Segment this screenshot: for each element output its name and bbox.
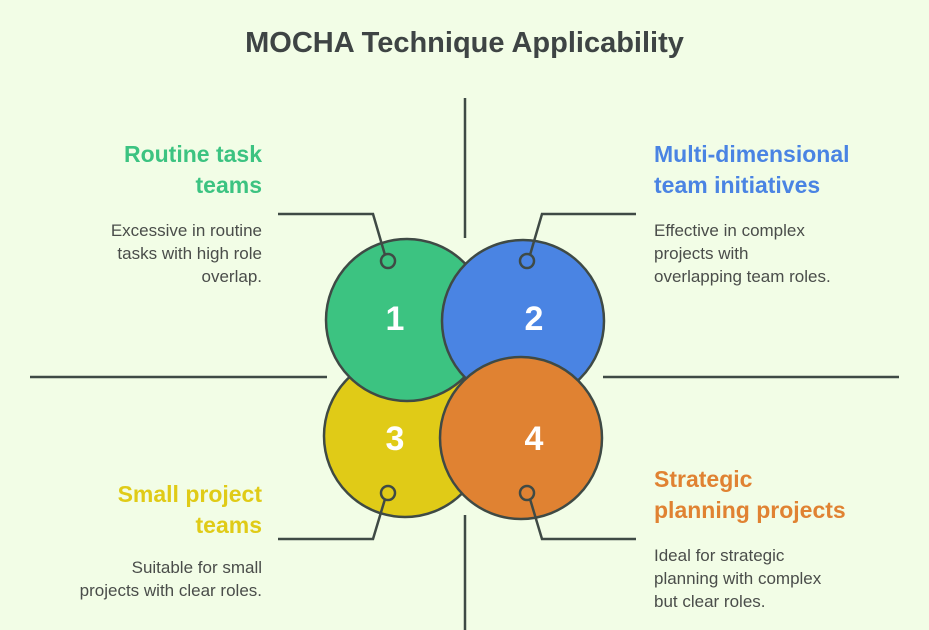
quadrant-1-desc-line1: Excessive in routine [110,221,262,240]
quadrant-4-heading-line1: Strategic [654,466,753,492]
quadrant-2-heading: Multi-dimensional team initiatives [654,139,850,201]
quadrant-3-heading-line1: Small project [117,481,262,507]
quadrant-1-heading-line2: teams [195,172,262,198]
quadrant-2-heading-line2: team initiatives [654,172,821,198]
connector-4 [528,498,636,541]
quadrant-2-description: Effective in complex projects with overl… [654,219,831,288]
quadrant-1-heading-line1: Routine task [123,141,262,167]
connector-3 [278,498,387,541]
quadrant-3-description: Suitable for small projects with clear r… [80,556,262,602]
circle-3-number: 3 [386,420,405,458]
circle-4-orange [438,355,604,521]
quadrant-2-desc-line1: Effective in complex [654,221,805,240]
quadrant-1-desc-line2: tasks with high role [117,244,262,263]
quadrant-1-description: Excessive in routine tasks with high rol… [111,219,262,288]
connector-1-dot-icon [379,252,397,270]
quadrant-1-heading: Routine task teams [124,139,262,201]
quadrant-4-desc-line1: Ideal for strategic [654,546,785,565]
quadrant-3-heading-line2: teams [195,512,262,538]
quadrant-4-heading-line2: planning projects [654,497,846,523]
quadrant-4-heading: Strategic planning projects [654,464,846,526]
connector-4-dot-icon [518,484,536,502]
quadrant-3-heading: Small project teams [118,479,262,541]
quadrant-3-desc-line1: Suitable for small [131,558,262,577]
connector-3-dot-icon [379,484,397,502]
quadrant-3-desc-line2: projects with clear roles. [79,581,262,600]
connector-1 [278,212,387,256]
quadrant-4-description: Ideal for strategic planning with comple… [654,544,821,613]
circle-1-number: 1 [386,300,405,338]
quadrant-1-desc-line3: overlap. [201,267,262,286]
quadrant-4-desc-line3: but clear roles. [654,592,766,611]
diagram-title: MOCHA Technique Applicability [245,27,684,59]
connector-2 [528,212,636,256]
quadrant-2-heading-line1: Multi-dimensional [654,141,850,167]
connector-2-dot-icon [518,252,536,270]
circle-2-number: 2 [525,300,544,338]
quadrant-2-desc-line2: projects with [654,244,749,263]
quadrant-4-desc-line2: planning with complex [654,569,822,588]
circle-4-number: 4 [525,420,544,458]
quadrant-2-desc-line3: overlapping team roles. [654,267,831,286]
